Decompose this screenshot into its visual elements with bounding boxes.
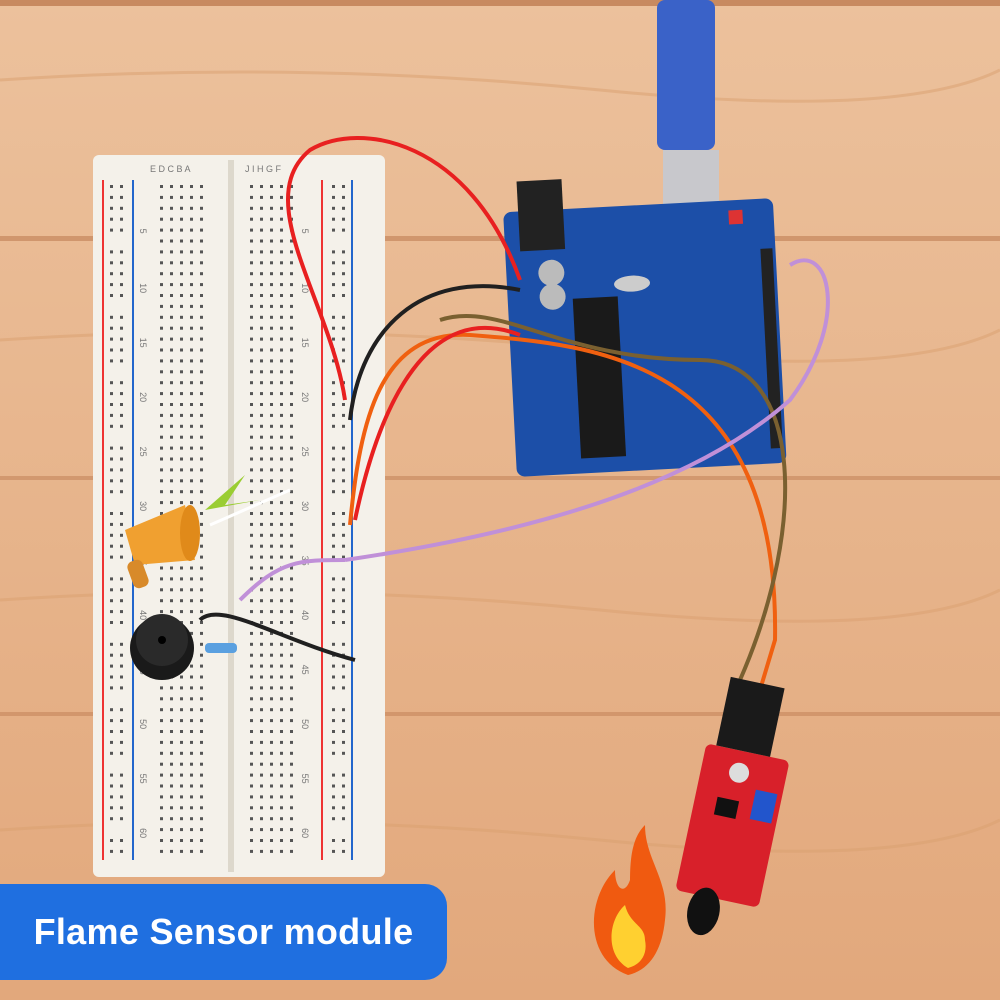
breadboard-row-number: 10	[138, 283, 148, 293]
breadboard-row-number: 25	[300, 447, 310, 457]
breadboard-row-number: 5	[300, 229, 310, 234]
breadboard-row-number: 50	[138, 719, 148, 729]
flame-icon	[593, 825, 666, 975]
breadboard-row-number: 55	[300, 774, 310, 784]
breadboard: 5510101515202025253030353540404545505055…	[93, 155, 385, 877]
breadboard-row-number: 20	[138, 392, 148, 402]
breadboard-row-number: 15	[300, 338, 310, 348]
breadboard-row-number: 30	[138, 501, 148, 511]
flame-sensor-board	[676, 676, 789, 936]
left-letters: E D C B A	[150, 164, 191, 174]
breadboard-row-number: 60	[138, 828, 148, 838]
breadboard-row-number: 5	[138, 229, 148, 234]
caption-banner: Flame Sensor module	[0, 884, 447, 980]
breadboard-row-number: 45	[300, 665, 310, 675]
right-letters: J I H G F	[245, 164, 282, 174]
breadboard-row-number: 30	[300, 501, 310, 511]
breadboard-row-number: 15	[138, 338, 148, 348]
buzzer	[130, 614, 194, 680]
megaphone-icon	[125, 475, 291, 589]
breadboard-row-number: 40	[300, 610, 310, 620]
breadboard-row-number: 50	[300, 719, 310, 729]
arduino-board	[503, 179, 787, 477]
caption-title: Flame Sensor module	[33, 911, 414, 952]
breadboard-row-number: 25	[138, 447, 148, 457]
usb-cable	[657, 0, 719, 210]
resistor	[205, 643, 237, 653]
breadboard-row-number: 60	[300, 828, 310, 838]
breadboard-row-number: 10	[300, 283, 310, 293]
breadboard-row-number: 40	[138, 610, 148, 620]
breadboard-row-number: 20	[300, 392, 310, 402]
breadboard-row-number: 55	[138, 774, 148, 784]
jumper-wires	[198, 136, 830, 691]
